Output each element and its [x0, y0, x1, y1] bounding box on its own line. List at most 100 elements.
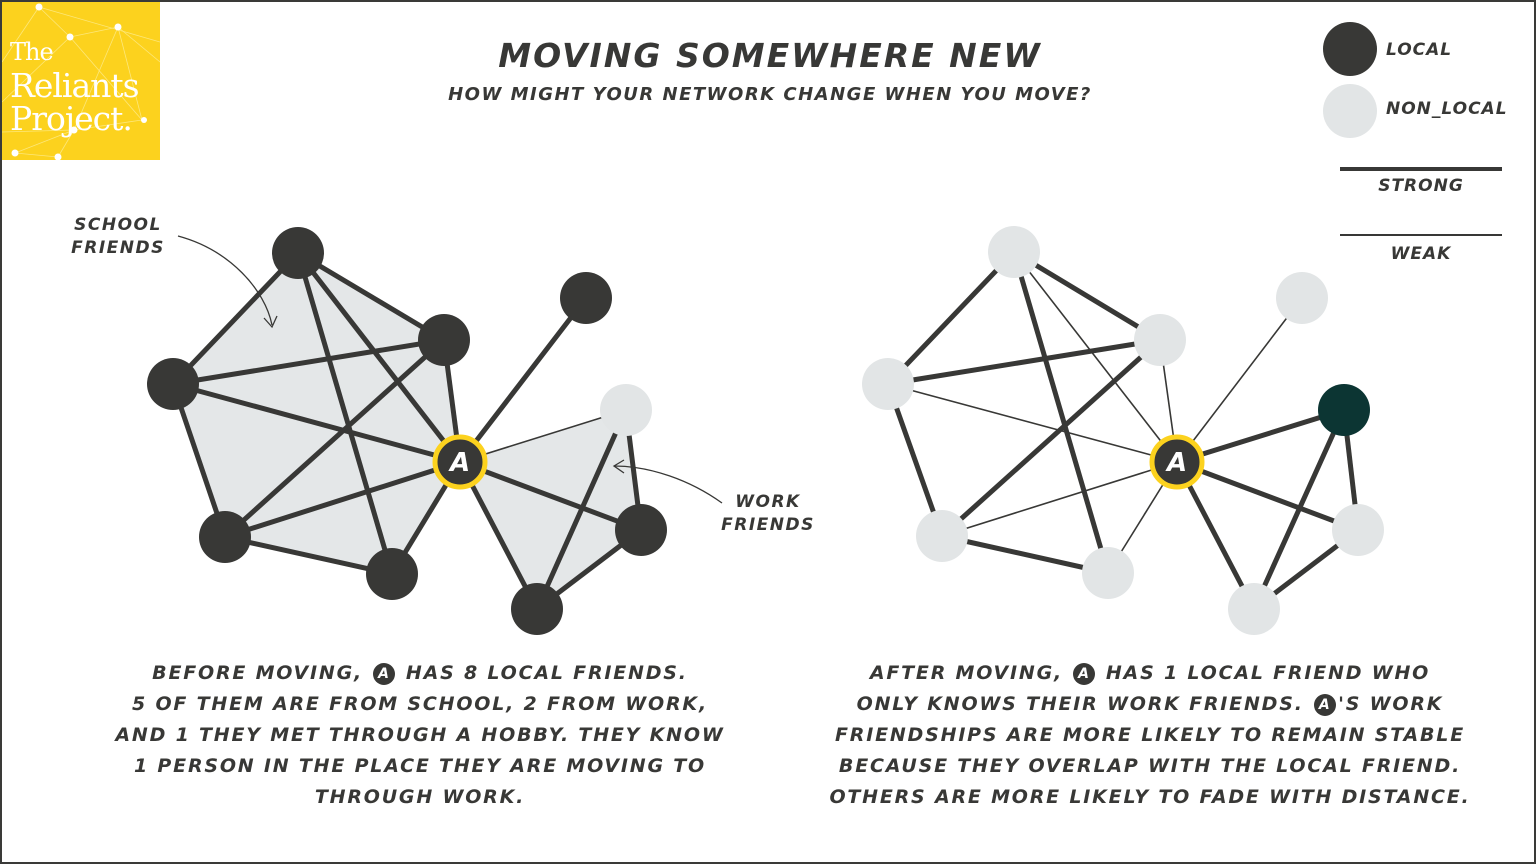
legend-weak-line: [1340, 234, 1502, 236]
before-edge-strong: [172, 337, 445, 387]
before-caption-line-2: 5 of them are from school, 2 from work,: [132, 693, 708, 715]
after-caption-line-1: After moving, A has 1 local friend who: [800, 658, 1500, 689]
after-node-non-local: [916, 510, 968, 562]
before-line1-post: has 8 local friends.: [405, 662, 688, 684]
after-line1-post: has 1 local friend who: [1105, 662, 1431, 684]
ego-a-badge-icon: A: [1073, 662, 1096, 685]
after-caption-line-4: because they overlap with the local frie…: [838, 755, 1462, 777]
after-node-non-local: [1276, 272, 1328, 324]
before-edge-strong: [458, 296, 588, 464]
before-node-local: [615, 504, 667, 556]
before-node-non-local: [600, 384, 652, 436]
after-node-non-local: [1228, 583, 1280, 635]
before-node-local: [366, 548, 418, 600]
after-edge-weak: [1176, 297, 1303, 463]
legend-weak-label: Weak: [1390, 244, 1452, 264]
school-cluster-shading: [173, 253, 460, 574]
work-arrowhead-icon: [612, 459, 625, 474]
network-pattern-icon: [2, 3, 160, 160]
logo-line-2: Reliants: [10, 66, 140, 105]
after-node-non-local: [1332, 504, 1384, 556]
before-caption-line-3: and 1 they met through a hobby. They kno…: [115, 724, 725, 746]
before-edge-strong: [171, 251, 300, 386]
work-annotation-line-2: Friends: [721, 515, 815, 535]
after-edge-weak: [1013, 251, 1178, 463]
school-arrowhead-icon: [263, 315, 278, 329]
work-cluster-shading: [460, 410, 641, 609]
before-ego-node: [432, 434, 488, 490]
logo-line-3: Project.: [10, 99, 133, 138]
after-caption-line-2: only knows their work friends. A's work: [800, 689, 1500, 720]
work-arrow-icon: [613, 465, 723, 504]
school-annotation-line-1: School: [74, 215, 162, 235]
before-edge-strong: [295, 252, 395, 575]
after-node-non-local: [988, 226, 1040, 278]
before-node-local: [147, 358, 199, 410]
after-caption: After moving, A has 1 local friend who o…: [800, 658, 1500, 813]
before-edge-strong: [296, 251, 462, 464]
after-edge-strong: [940, 338, 1162, 538]
after-edge-strong: [1176, 459, 1359, 533]
before-caption-line-1: Before moving, A has 8 local friends.: [90, 658, 750, 689]
after-line2-post: 's work: [1338, 693, 1444, 715]
legend-strong-label: Strong: [1378, 176, 1464, 196]
before-line1-pre: Before moving,: [152, 662, 364, 684]
after-edge-strong: [941, 533, 1109, 576]
after-line2-pre: only knows their work friends.: [856, 693, 1304, 715]
legend-strong-line: [1340, 167, 1502, 171]
before-edge-strong: [296, 250, 446, 343]
after-edge-strong: [1011, 251, 1111, 574]
after-edge-strong: [885, 383, 945, 537]
legend-local-label: Local: [1386, 40, 1453, 60]
before-caption-line-5: through work.: [314, 786, 526, 808]
page-title: Moving somewhere new: [498, 36, 1042, 75]
after-network: A: [862, 226, 1384, 635]
before-node-local: [511, 583, 563, 635]
legend-local-swatch: [1323, 22, 1377, 76]
after-edge-strong: [887, 337, 1161, 387]
school-friends-annotation: School Friends: [58, 214, 178, 260]
after-node-non-local: [1134, 314, 1186, 366]
before-caption: Before moving, A has 8 local friends. 5 …: [90, 658, 750, 813]
after-node-non-local: [1082, 547, 1134, 599]
after-edge-strong: [1174, 460, 1257, 611]
before-edge-strong: [223, 338, 446, 539]
logo-wordmark: The Reliants Project.: [10, 36, 140, 138]
before-node-local: [418, 314, 470, 366]
before-edge-weak: [459, 409, 627, 463]
legend-non-local-label: Non_local: [1386, 99, 1508, 119]
reliants-project-logo: The Reliants Project.: [2, 2, 160, 160]
before-node-local: [199, 511, 251, 563]
before-caption-line-4: 1 person in the place they are moving to: [134, 755, 706, 777]
after-node-new-local: [1318, 384, 1370, 436]
before-edge-strong: [457, 460, 540, 611]
ego-a-badge-icon: A: [1314, 693, 1337, 716]
after-edge-strong: [1012, 249, 1162, 343]
logo-line-1: The: [10, 38, 54, 66]
before-node-local: [272, 227, 324, 279]
after-caption-line-5: Others are more likely to fade with dist…: [829, 786, 1471, 808]
after-edge-weak: [887, 383, 1178, 463]
after-edge-strong: [886, 250, 1016, 386]
before-edge-strong: [170, 383, 228, 538]
after-node-non-local: [862, 358, 914, 410]
before-edge-strong: [459, 459, 642, 533]
after-ego-label: A: [1165, 448, 1187, 478]
page-subtitle: How might your network change when you m…: [448, 84, 1092, 105]
school-arrow-icon: [177, 235, 273, 326]
after-ego-node: [1149, 434, 1205, 490]
before-edge-strong: [224, 534, 393, 577]
work-annotation-line-1: Work: [735, 492, 801, 512]
after-caption-line-3: friendships are more likely to remain st…: [835, 724, 1465, 746]
school-annotation-line-2: Friends: [71, 238, 165, 258]
after-edge-weak: [941, 461, 1178, 537]
ego-a-badge-icon: A: [373, 662, 396, 685]
before-edge-strong: [172, 381, 461, 465]
before-ego-label: A: [448, 448, 470, 478]
legend-non-local-swatch: [1323, 84, 1377, 138]
after-edge-strong: [1176, 407, 1345, 465]
after-line1-pre: After moving,: [869, 662, 1064, 684]
before-edge-strong: [224, 459, 461, 540]
work-friends-annotation: Work Friends: [708, 491, 828, 537]
